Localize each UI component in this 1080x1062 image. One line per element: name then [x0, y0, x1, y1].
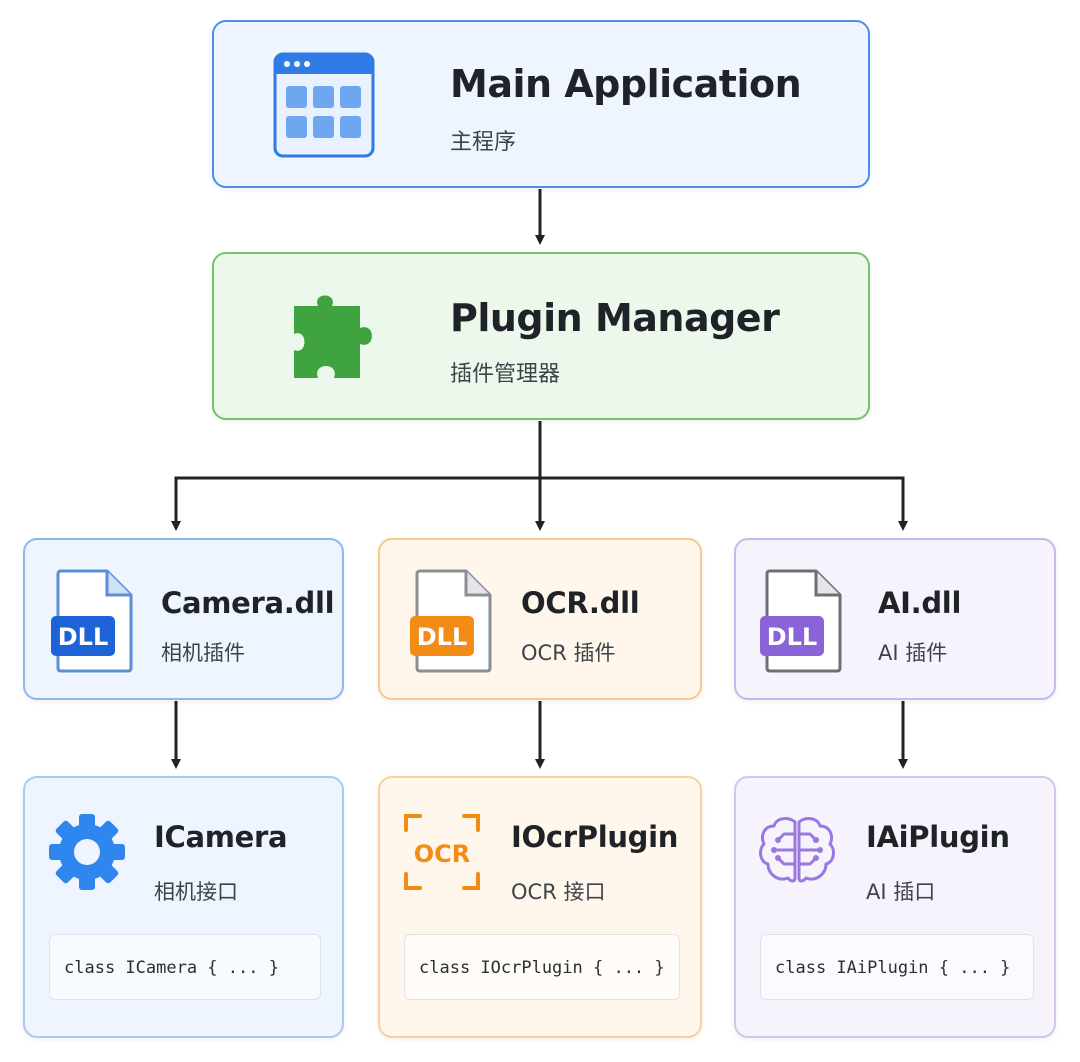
- icamera-interface-node: ICamera 相机接口 class ICamera { ... }: [23, 776, 344, 1038]
- code-snippet: class IOcrPlugin { ... }: [404, 934, 680, 1000]
- node-subtitle: 插件管理器: [450, 362, 561, 387]
- node-subtitle: OCR 接口: [511, 880, 606, 904]
- ai-dll-node: DLL AI.dll AI 插件: [734, 538, 1056, 700]
- node-title: AI.dll: [878, 586, 962, 620]
- arrow-manager-to-ai-dll: [540, 476, 908, 531]
- dll-file-icon: DLL: [760, 569, 842, 673]
- node-title: Camera.dll: [161, 586, 335, 620]
- dll-file-icon: DLL: [51, 569, 133, 673]
- node-subtitle: OCR 插件: [521, 641, 616, 665]
- node-subtitle: AI 插口: [866, 880, 936, 904]
- node-subtitle: 相机插件: [161, 641, 245, 665]
- node-title: Main Application: [450, 62, 802, 106]
- puzzle-piece-icon: [294, 295, 372, 378]
- dll-badge: DLL: [58, 623, 109, 651]
- dll-badge: DLL: [767, 623, 818, 651]
- node-title: IOcrPlugin: [511, 820, 679, 854]
- iaiplugin-interface-node: IAiPlugin AI 插口 class IAiPlugin { ... }: [734, 776, 1056, 1038]
- node-title: Plugin Manager: [450, 296, 780, 340]
- main-application-node: Main Application 主程序: [212, 20, 870, 188]
- code-snippet: class ICamera { ... }: [49, 934, 321, 1000]
- ocr-dll-node: DLL OCR.dll OCR 插件: [378, 538, 702, 700]
- gear-icon: [49, 814, 125, 890]
- app-window-icon: [273, 52, 375, 158]
- node-subtitle: 主程序: [450, 130, 517, 155]
- node-title: ICamera: [154, 820, 288, 854]
- ocr-icon-text: OCR: [414, 840, 471, 868]
- node-title: OCR.dll: [521, 586, 640, 620]
- node-subtitle: AI 插件: [878, 641, 948, 665]
- dll-badge: DLL: [417, 623, 468, 651]
- arrow-manager-to-camera-dll: [171, 476, 540, 531]
- iocrplugin-interface-node: OCR IOcrPlugin OCR 接口 class IOcrPlugin {…: [378, 776, 702, 1038]
- plugin-manager-node: Plugin Manager 插件管理器: [212, 252, 870, 420]
- dll-file-icon: DLL: [410, 569, 492, 673]
- ocr-scan-icon: OCR: [404, 814, 480, 890]
- camera-dll-node: DLL Camera.dll 相机插件: [23, 538, 344, 700]
- ai-brain-icon: [759, 817, 835, 883]
- node-subtitle: 相机接口: [154, 880, 238, 904]
- node-title: IAiPlugin: [866, 820, 1010, 854]
- code-snippet: class IAiPlugin { ... }: [760, 934, 1034, 1000]
